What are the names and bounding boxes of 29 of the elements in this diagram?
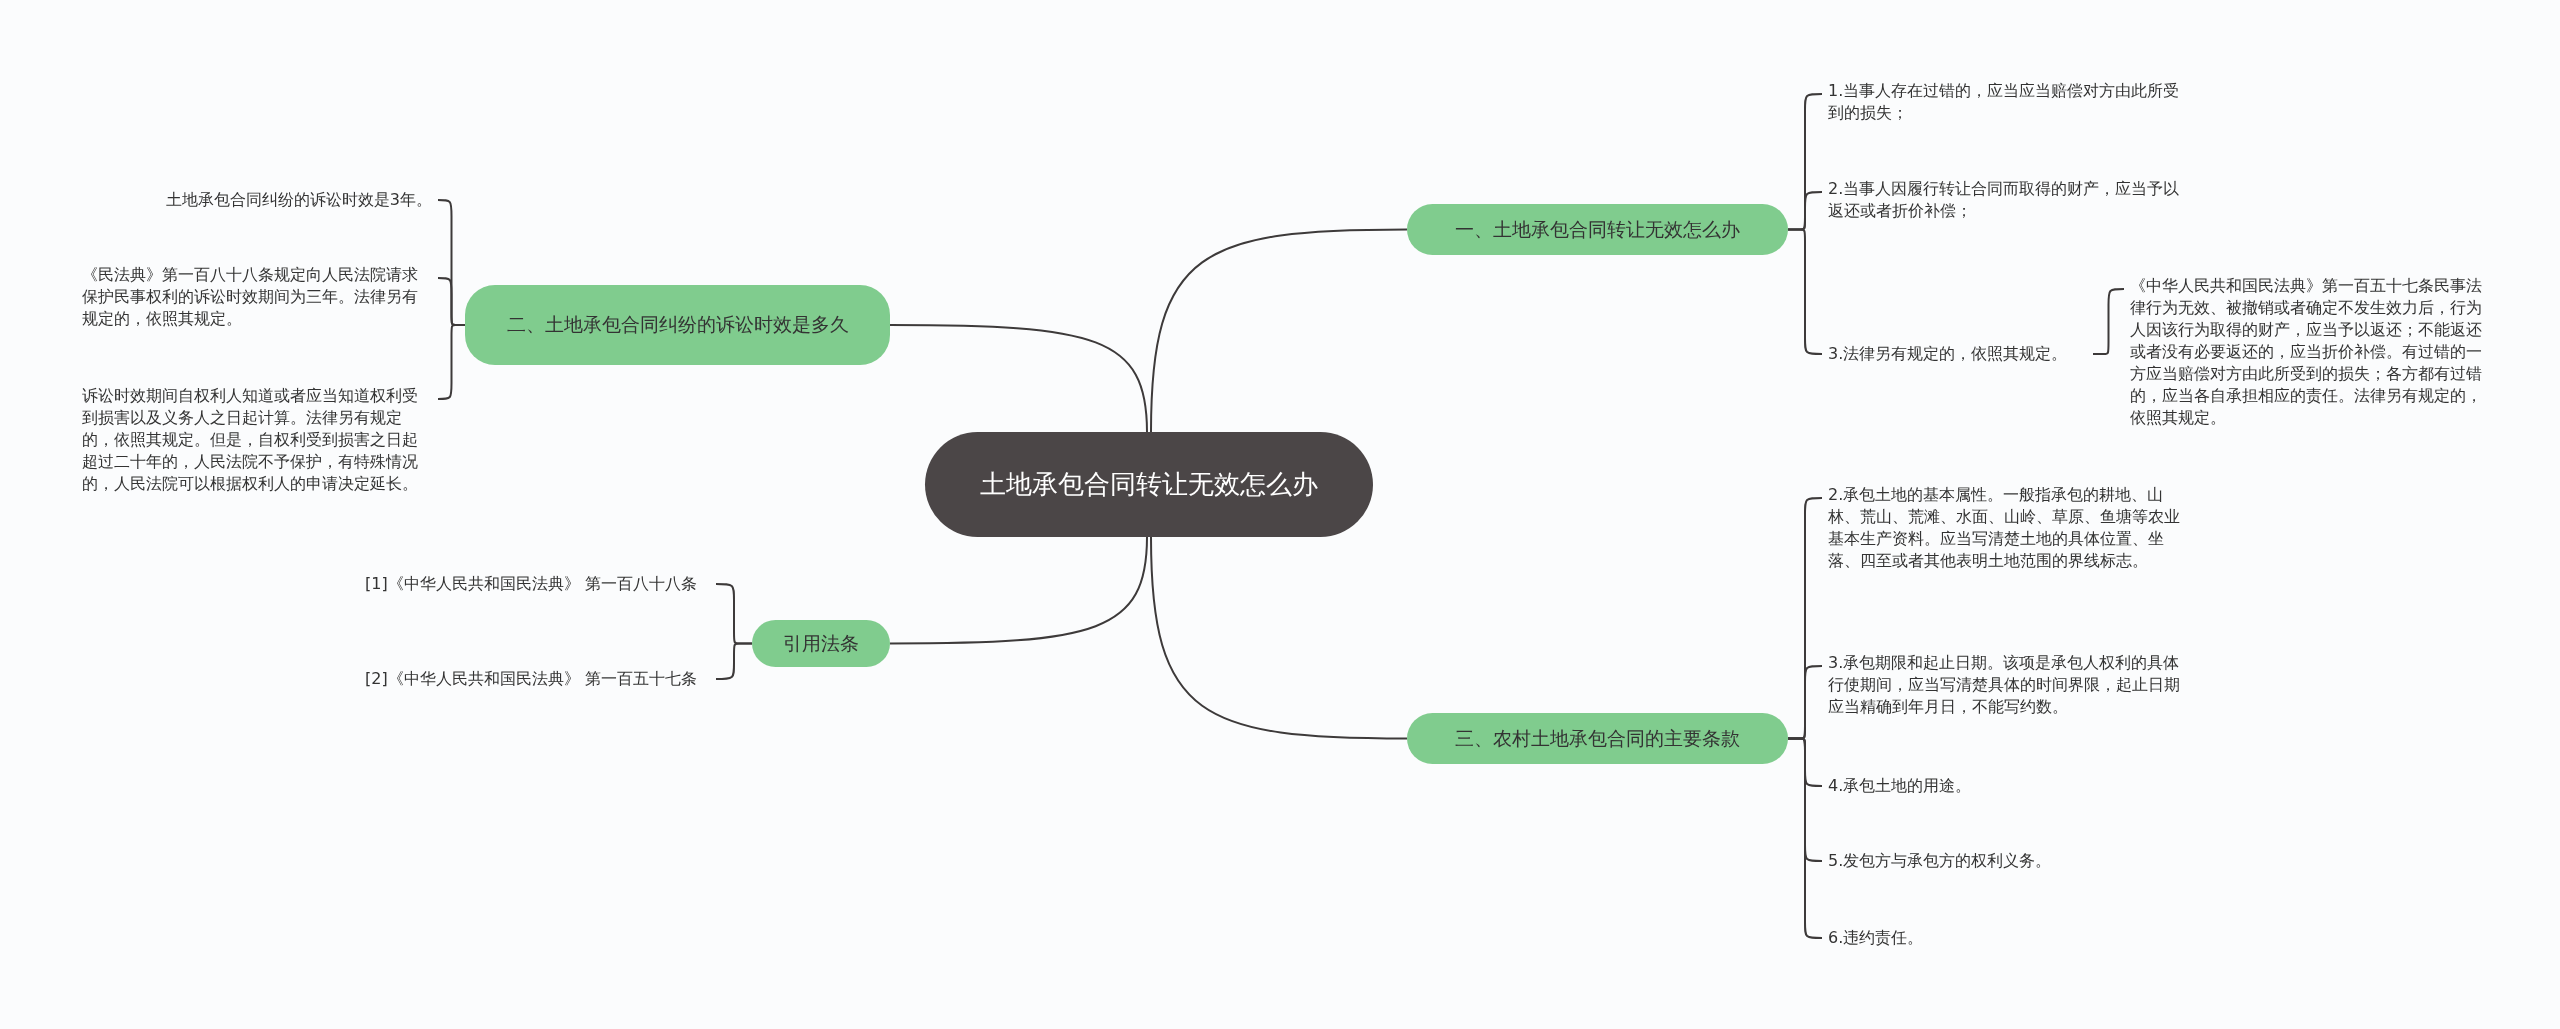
- topic-label: 一、土地承包合同转让无效怎么办: [1455, 216, 1740, 242]
- connector-line: [889, 324, 1148, 433]
- topic-pill: [1407, 204, 1788, 255]
- branch-text: 3.法律另有规定的，依照其规定。: [1828, 343, 2069, 365]
- branch-text: 3.承包期限和起止日期。该项是承包人权利的具体行使期间，应当写清楚具体的时间界限，起止日期应当精确到年月日，不能写约数。: [1828, 652, 2181, 719]
- connector-line: [1150, 536, 1408, 740]
- topic-pill: [465, 285, 890, 365]
- branch-text: 2.承包土地的基本属性。一般指承包的耕地、山林、荒山、荒滩、水面、山岭、草原、鱼塘等农业基本生产资料。应当写清楚土地的具体位置、坐落、四至或者其他表明土地范围的界线标志。: [1828, 484, 2181, 573]
- connector-line: [889, 536, 1148, 645]
- connector-line: [715, 642, 753, 681]
- branch-text: 土地承包合同纠纷的诉讼时效是3年。: [164, 189, 432, 211]
- branch-text: 4.承包土地的用途。: [1828, 775, 1973, 797]
- branch-text: 2.当事人因履行转让合同而取得的财产，应当予以返还或者折价补偿；: [1828, 178, 2181, 223]
- branch-text: 5.发包方与承包方的权利义务。: [1828, 850, 2053, 872]
- topic-label: 引用法条: [783, 630, 859, 656]
- topic-label: 二、土地承包合同纠纷的诉讼时效是多久: [506, 312, 849, 338]
- branch-text: 6.违约责任。: [1828, 927, 1925, 949]
- central-topic-label: 土地承包合同转让无效怎么办: [980, 468, 1318, 502]
- topic-pill: [1407, 713, 1788, 764]
- topic-pill: [752, 620, 890, 667]
- branch-text: 《中华人民共和国民法典》第一百五十七条民事法律行为无效、被撤销或者确定不发生效力后，行为人因该行为取得的财产，应当予以返还；不能返还或者没有必要返还的，应当折价补偿。有过错的一方应当赔偿对方由此所受到的损失；各方都有过错的，应当各自承担相应的责任。法律另有规定的，依照其规定。: [2130, 275, 2483, 430]
- connector-line: [2092, 288, 2125, 356]
- branch-text: 诉讼时效期间自权利人知道或者应当知道权利受到损害以及义务人之日起计算。法律另有规定的，依照其规定。但是，自权利受到损害之日起超过二十年的，人民法院不予保护，有特殊情况的，人民法院可以根据权利人的申请决定延长。: [82, 385, 419, 496]
- branch-text: 1.当事人存在过错的，应当应当赔偿对方由此所受到的损失；: [1828, 80, 2181, 125]
- branch-text: [2]《中华人民共和国民法典》 第一百五十七条: [365, 668, 698, 690]
- branch-text: [1]《中华人民共和国民法典》 第一百八十八条: [365, 573, 698, 595]
- connector-line: [1150, 228, 1408, 433]
- topic-label: 三、农村土地承包合同的主要条款: [1455, 725, 1740, 751]
- branch-text: 《民法典》第一百八十八条规定向人民法院请求保护民事权利的诉讼时效期间为三年。法律另有规定的，依照其规定。: [82, 264, 419, 331]
